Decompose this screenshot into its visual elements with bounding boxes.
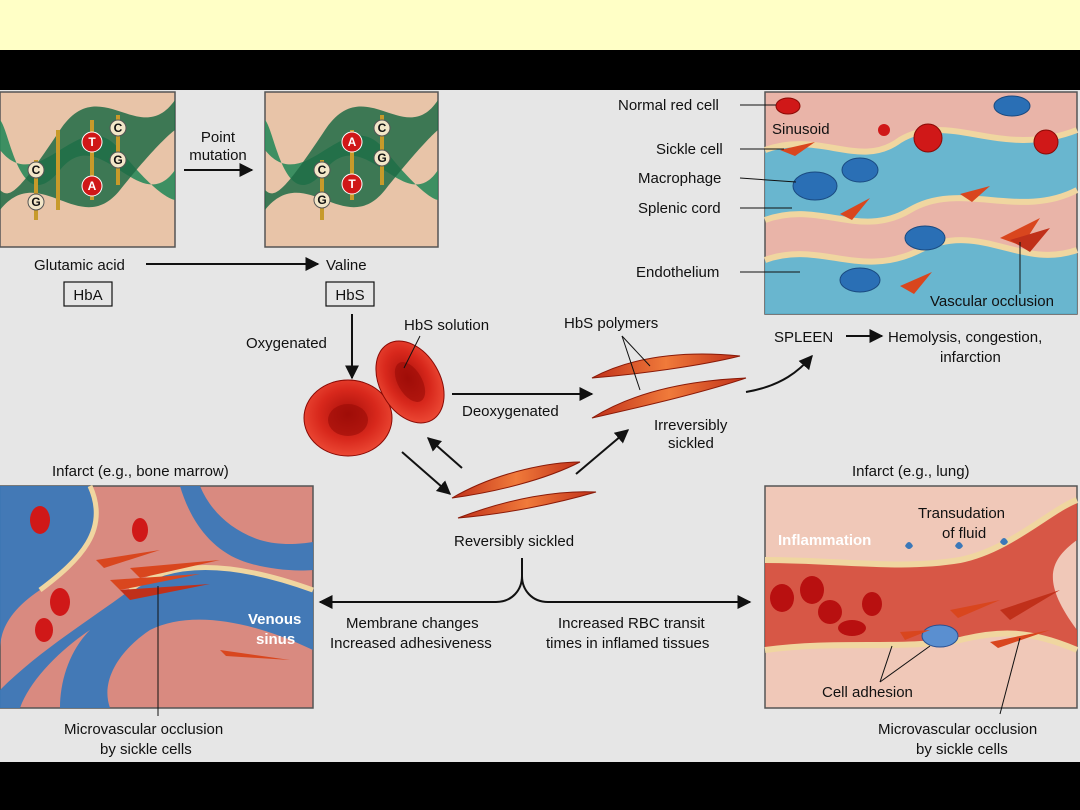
spleen-label: SPLEEN bbox=[774, 329, 833, 346]
point-mutation-label: mutation bbox=[189, 147, 247, 164]
bone-marrow-occlusion-label: by sickle cells bbox=[100, 741, 192, 758]
lung-occlusion-label: Microvascular occlusion bbox=[878, 721, 1037, 738]
bone-marrow-title: Infarct (e.g., bone marrow) bbox=[52, 463, 229, 480]
base-label: C bbox=[114, 121, 123, 135]
reversibly-sickled-label: Reversibly sickled bbox=[454, 533, 574, 550]
base-label: T bbox=[88, 135, 96, 149]
bone-marrow-occlusion-label: Microvascular occlusion bbox=[64, 721, 223, 738]
hbs-solution-label: HbS solution bbox=[404, 317, 489, 334]
irreversibly-sickled-label: sickled bbox=[668, 435, 714, 452]
membrane-changes-label: Increased adhesiveness bbox=[330, 635, 492, 652]
venous-sinus-label: Venous bbox=[248, 611, 301, 628]
membrane-changes-label: Membrane changes bbox=[346, 615, 479, 632]
cell-adhesion-label: Cell adhesion bbox=[822, 684, 913, 701]
hba-label: HbA bbox=[73, 287, 102, 304]
transit-time-label: Increased RBC transit bbox=[558, 615, 706, 632]
bone-marrow-panel bbox=[0, 484, 314, 709]
irreversibly-sickled-cells bbox=[591, 353, 747, 419]
base-label: C bbox=[318, 163, 327, 177]
spleen-panel bbox=[763, 91, 1079, 315]
reversibly-sickled-cells bbox=[451, 461, 597, 519]
glutamic-acid-label: Glutamic acid bbox=[34, 257, 125, 274]
lung-title: Infarct (e.g., lung) bbox=[852, 463, 970, 480]
irreversibly-sickled-label: Irreversibly bbox=[654, 417, 728, 434]
oxygenated-label: Oxygenated bbox=[246, 335, 327, 352]
diagram-canvas: C G T A C G Point mutation C G bbox=[0, 90, 1080, 762]
to-spleen-arrow bbox=[745, 354, 813, 393]
normal-red-cell-label: Normal red cell bbox=[618, 97, 719, 114]
base-label: C bbox=[32, 163, 41, 177]
base-label: G bbox=[377, 151, 386, 165]
macrophage-label: Macrophage bbox=[638, 170, 721, 187]
deoxy-reversible-arrow bbox=[401, 451, 452, 495]
transit-time-label: times in inflamed tissues bbox=[546, 635, 709, 652]
base-label: G bbox=[113, 153, 122, 167]
deoxygenated-label: Deoxygenated bbox=[462, 403, 559, 420]
bottom-black-band bbox=[0, 762, 1080, 810]
hbs-label: HbS bbox=[335, 287, 364, 304]
base-label: A bbox=[88, 179, 97, 193]
to-lung-arrow bbox=[521, 575, 752, 609]
point-mutation-label: Point bbox=[201, 129, 236, 146]
top-black-band bbox=[0, 50, 1080, 90]
venous-sinus-label: sinus bbox=[256, 631, 295, 648]
splenic-cord-label: Splenic cord bbox=[638, 200, 721, 217]
base-label: G bbox=[31, 195, 40, 209]
hbs-box bbox=[325, 281, 375, 307]
dna-mutant-panel: C G A T C G bbox=[264, 91, 439, 248]
valine-label: Valine bbox=[326, 257, 367, 274]
sinusoid-label: Sinusoid bbox=[772, 121, 830, 138]
red-blood-cells bbox=[303, 340, 445, 457]
sickle-cell-label: Sickle cell bbox=[656, 141, 723, 158]
base-label: C bbox=[378, 121, 387, 135]
reoxygenation-arrow bbox=[426, 437, 463, 469]
to-irreversible-arrow bbox=[575, 429, 630, 475]
transudation-label: Transudation bbox=[918, 505, 1005, 522]
hba-box bbox=[63, 281, 113, 307]
lung-occlusion-label: by sickle cells bbox=[916, 741, 1008, 758]
transudation-label: of fluid bbox=[942, 525, 986, 542]
hbs-polymers-label: HbS polymers bbox=[564, 315, 658, 332]
base-label: G bbox=[317, 193, 326, 207]
inflammation-label: Inflammation bbox=[778, 532, 871, 549]
endothelium-label: Endothelium bbox=[636, 264, 719, 281]
spleen-outcome-label: infarction bbox=[940, 349, 1001, 366]
dna-normal-panel: C G T A C G bbox=[0, 91, 176, 248]
vascular-occlusion-label: Vascular occlusion bbox=[930, 293, 1054, 310]
top-title-band bbox=[0, 0, 1080, 50]
base-label: A bbox=[348, 135, 357, 149]
base-label: T bbox=[348, 177, 356, 191]
lung-panel bbox=[764, 485, 1079, 709]
spleen-outcome-label: Hemolysis, congestion, bbox=[888, 329, 1042, 346]
